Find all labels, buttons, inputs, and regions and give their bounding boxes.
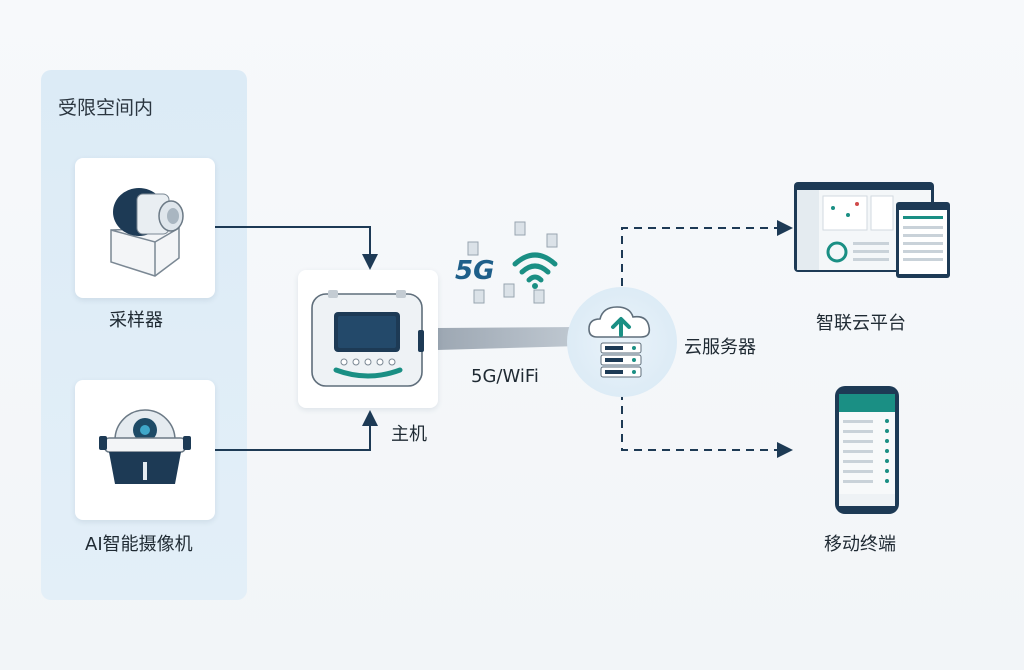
camera-card [75, 380, 215, 520]
cloud-server-label: 云服务器 [684, 337, 756, 358]
sampler-label: 采样器 [109, 310, 163, 331]
host-device-icon [311, 290, 424, 387]
network-label: 5G/WiFi [471, 366, 539, 387]
5g-badge: 5G [455, 256, 495, 286]
host-card [298, 270, 438, 408]
phone-icon [835, 386, 899, 514]
camera-label: AI智能摄像机 [85, 534, 193, 555]
camera-to-host-line [215, 410, 378, 451]
cloud-upload-icon [588, 306, 651, 338]
wifi-icon [512, 252, 558, 289]
network-band [437, 327, 580, 350]
sampler-card [75, 158, 215, 298]
zone-title: 受限空间内 [58, 97, 154, 119]
mobile-label: 移动终端 [824, 534, 896, 555]
cloud-to-mobile-line [621, 392, 793, 458]
sampler-to-host-line [215, 226, 378, 270]
cloud-to-platform-line [621, 220, 793, 300]
dashboard-icon [794, 182, 950, 278]
platform-label: 智联云平台 [816, 313, 906, 334]
camera-icon [99, 409, 191, 484]
host-label: 主机 [391, 424, 427, 445]
sampler-icon [110, 188, 184, 277]
cloud-server-node [567, 287, 677, 397]
document-icon [467, 221, 558, 304]
server-icon [600, 342, 642, 378]
